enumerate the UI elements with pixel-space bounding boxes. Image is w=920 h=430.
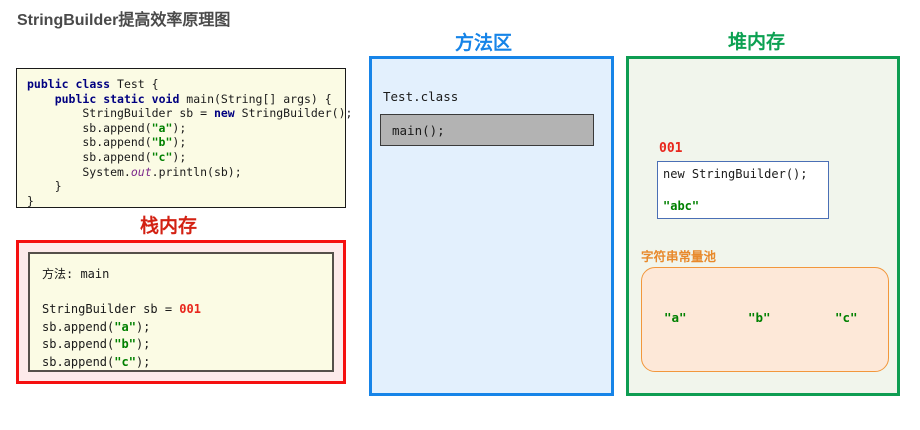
stack-memory-region: 方法: main StringBuilder sb = 001 sb.appen… (16, 240, 346, 384)
source-code-text: public class Test { public static void m… (27, 77, 353, 208)
source-code-panel: public class Test { public static void m… (16, 68, 353, 208)
stack-frame-main: 方法: main StringBuilder sb = 001 sb.appen… (28, 252, 334, 372)
heap-object-id: 001 (659, 141, 683, 156)
stack-frame-text: 方法: main StringBuilder sb = 001 sb.appen… (42, 267, 201, 369)
method-area-region: Test.class main(); (369, 56, 614, 396)
string-constant-pool-label: 字符串常量池 (641, 250, 717, 264)
heap-memory-caption: 堆内存 (728, 32, 786, 53)
stack-memory-caption: 栈内存 (140, 216, 198, 237)
pool-item: "c" (835, 310, 858, 325)
pool-item: "a" (664, 310, 687, 325)
heap-object-text: new StringBuilder(); "abc" (663, 167, 808, 213)
heap-memory-region: 001 new StringBuilder(); "abc" 字符串常量池 "a… (626, 56, 900, 396)
page-title: StringBuilder提高效率原理图 (17, 12, 231, 29)
heap-object-box: new StringBuilder(); "abc" (657, 161, 829, 219)
method-area-class-label: Test.class (383, 89, 459, 104)
string-constant-pool-box: "a" "b" "c" (641, 267, 889, 372)
method-area-entry-box: main(); (380, 114, 594, 146)
method-area-caption: 方法区 (455, 33, 513, 54)
pool-item: "b" (748, 310, 771, 325)
